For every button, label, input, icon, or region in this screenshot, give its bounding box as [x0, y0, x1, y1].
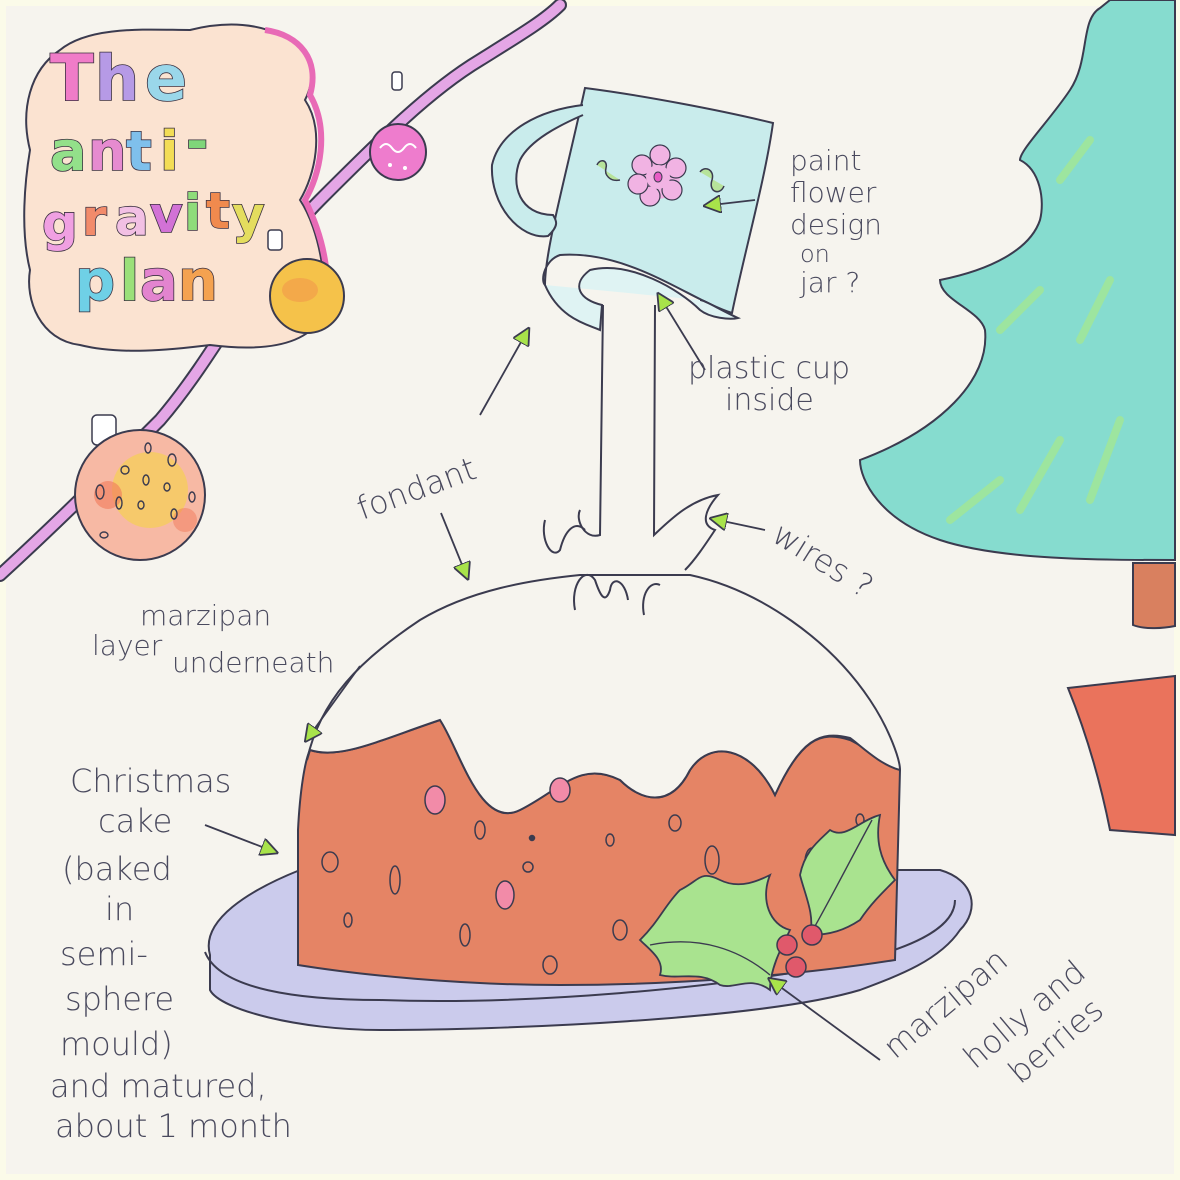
christmas-tree	[858, 0, 1176, 837]
arrow-christmas-cake	[204, 824, 270, 850]
svg-text:(baked: (baked	[62, 850, 172, 888]
svg-text:h: h	[95, 42, 139, 115]
annotation-plastic-cup: plastic cup inside	[688, 351, 850, 418]
svg-text:p: p	[75, 249, 115, 314]
svg-text:r: r	[82, 189, 107, 247]
svg-text:sphere: sphere	[65, 980, 174, 1018]
svg-text:and matured,: and matured,	[50, 1067, 267, 1105]
arrow-plastic-cup	[662, 300, 706, 371]
svg-text:mould): mould)	[60, 1025, 173, 1063]
fondant-drips	[542, 519, 661, 616]
arrow-wires	[718, 520, 766, 531]
svg-text:T: T	[50, 42, 94, 116]
svg-text:flower: flower	[790, 176, 877, 209]
berries-icon	[776, 924, 823, 978]
svg-text:t: t	[126, 120, 152, 183]
title-text: T h e a n t i - g r a v i t y p l a n	[41, 41, 265, 315]
svg-text:v: v	[150, 186, 183, 244]
arrow-marzipan-layer	[310, 665, 361, 735]
jar	[490, 86, 775, 332]
svg-text:a: a	[140, 249, 178, 314]
svg-text:l: l	[120, 249, 139, 314]
cake	[297, 519, 902, 992]
svg-text:i: i	[184, 184, 201, 242]
svg-text:design: design	[790, 208, 882, 241]
arrow-fondant-top	[479, 335, 525, 416]
svg-text:cake: cake	[98, 802, 172, 840]
title-cloud: T h e a n t i - g r a v i t y p l a n	[23, 23, 331, 352]
ornament-gold	[267, 229, 345, 334]
fondant-dome	[306, 574, 902, 814]
svg-text:semi-: semi-	[60, 935, 148, 973]
svg-text:g: g	[42, 194, 78, 252]
svg-text:in: in	[105, 890, 134, 928]
svg-text:-: -	[186, 110, 208, 173]
tree-pot-icon	[1066, 674, 1176, 837]
svg-text:underneath: underneath	[172, 646, 334, 679]
svg-text:a: a	[115, 189, 149, 247]
svg-text:i: i	[160, 120, 179, 183]
arrow-jar-design	[712, 200, 756, 205]
holly-icon	[638, 813, 897, 992]
annotation-marzipan-layer: marzipan layer underneath	[92, 599, 334, 679]
svg-text:marzipan: marzipan	[140, 599, 271, 632]
annotation-fondant: fondant	[352, 449, 481, 527]
flower-design-icon	[596, 144, 725, 207]
svg-text:n: n	[178, 249, 218, 314]
tree-foliage-icon	[858, 0, 1176, 562]
svg-text:t: t	[206, 182, 230, 240]
arrow-fondant	[440, 512, 465, 572]
svg-text:about 1 month: about 1 month	[55, 1107, 292, 1145]
svg-text:n: n	[88, 120, 126, 183]
svg-text:paint: paint	[790, 144, 861, 177]
annotation-wires: wires ?	[766, 515, 880, 606]
svg-text:e: e	[145, 42, 187, 115]
annotation-christmas-cake: Christmas cake (baked in semi- sphere mo…	[50, 762, 292, 1145]
svg-text:a: a	[50, 120, 86, 183]
svg-text:y: y	[232, 186, 265, 244]
svg-text:inside: inside	[725, 383, 814, 418]
ornament-pink	[369, 71, 427, 181]
tree-trunk-icon	[1132, 562, 1176, 630]
svg-text:jar ?: jar ?	[799, 266, 860, 299]
svg-text:layer: layer	[92, 629, 163, 662]
svg-text:Christmas: Christmas	[70, 762, 231, 800]
arrow-holly	[775, 983, 881, 1061]
svg-text:on: on	[800, 240, 830, 268]
ornament-orange	[74, 414, 206, 561]
annotation-arrows	[204, 200, 881, 1061]
svg-text:plastic cup: plastic cup	[688, 351, 850, 386]
annotation-jar-design: paint flower design on jar ?	[790, 144, 882, 299]
fondant-stream	[577, 304, 721, 571]
